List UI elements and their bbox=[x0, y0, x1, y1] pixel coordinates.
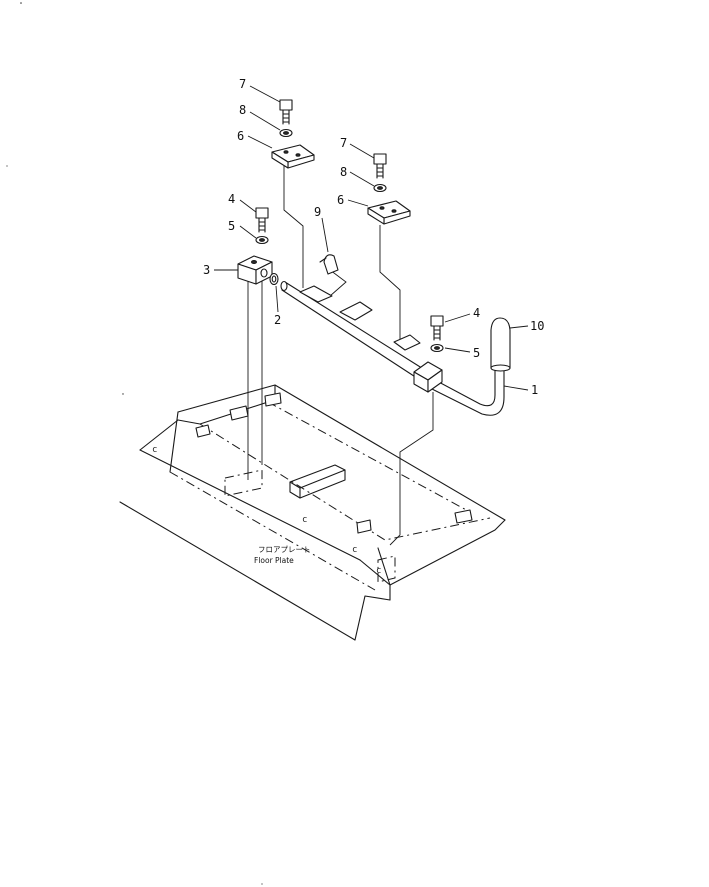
callout-leaders bbox=[214, 85, 529, 391]
washer-8-left bbox=[279, 128, 293, 138]
callout-1: 1 bbox=[531, 383, 538, 397]
floor-plate-label-en: Floor Plate bbox=[254, 556, 294, 565]
floor-mark-2: c bbox=[302, 515, 307, 525]
callout-7-left: 7 bbox=[239, 77, 246, 91]
bolt-7-right bbox=[373, 153, 387, 179]
callout-3: 3 bbox=[203, 263, 210, 277]
bolt-7-left bbox=[279, 99, 293, 125]
bracket-9 bbox=[319, 254, 339, 275]
scan-specks bbox=[6, 2, 263, 885]
floor-plate-label-jp: フロアプレート bbox=[258, 545, 311, 554]
callout-6-left: 6 bbox=[237, 129, 244, 143]
callout-8-right: 8 bbox=[340, 165, 347, 179]
callout-numbers: 7 8 6 7 8 6 4 5 3 2 9 4 5 10 1 bbox=[203, 77, 544, 397]
floor-plate: c c c c フロアプレート Floor Plate bbox=[119, 384, 506, 641]
callout-6-right: 6 bbox=[337, 193, 344, 207]
callout-7-right: 7 bbox=[340, 136, 347, 150]
callout-9: 9 bbox=[314, 205, 321, 219]
washer-5-right bbox=[430, 343, 444, 353]
grip-sleeve bbox=[490, 317, 511, 372]
clip-6-right bbox=[367, 200, 411, 225]
callout-5-right: 5 bbox=[473, 346, 480, 360]
washer-8-right bbox=[373, 183, 387, 193]
spacer-2 bbox=[269, 272, 279, 286]
grab-bar bbox=[280, 280, 505, 416]
washer-5-left bbox=[255, 235, 269, 245]
bolt-4-left bbox=[255, 207, 269, 233]
callout-4-left: 4 bbox=[228, 192, 235, 206]
callout-10: 10 bbox=[530, 319, 544, 333]
floor-mark-1: c bbox=[152, 445, 157, 455]
callout-8-left: 8 bbox=[239, 103, 246, 117]
callout-4-right: 4 bbox=[473, 306, 480, 320]
assembly-lines bbox=[247, 165, 434, 546]
bolt-4-right bbox=[430, 315, 444, 341]
floor-mark-4: c bbox=[376, 566, 381, 576]
callout-5-left: 5 bbox=[228, 219, 235, 233]
clip-6-left bbox=[271, 144, 315, 169]
callout-2: 2 bbox=[274, 313, 281, 327]
floor-mark-3: c bbox=[352, 545, 357, 555]
block-3 bbox=[237, 255, 273, 285]
